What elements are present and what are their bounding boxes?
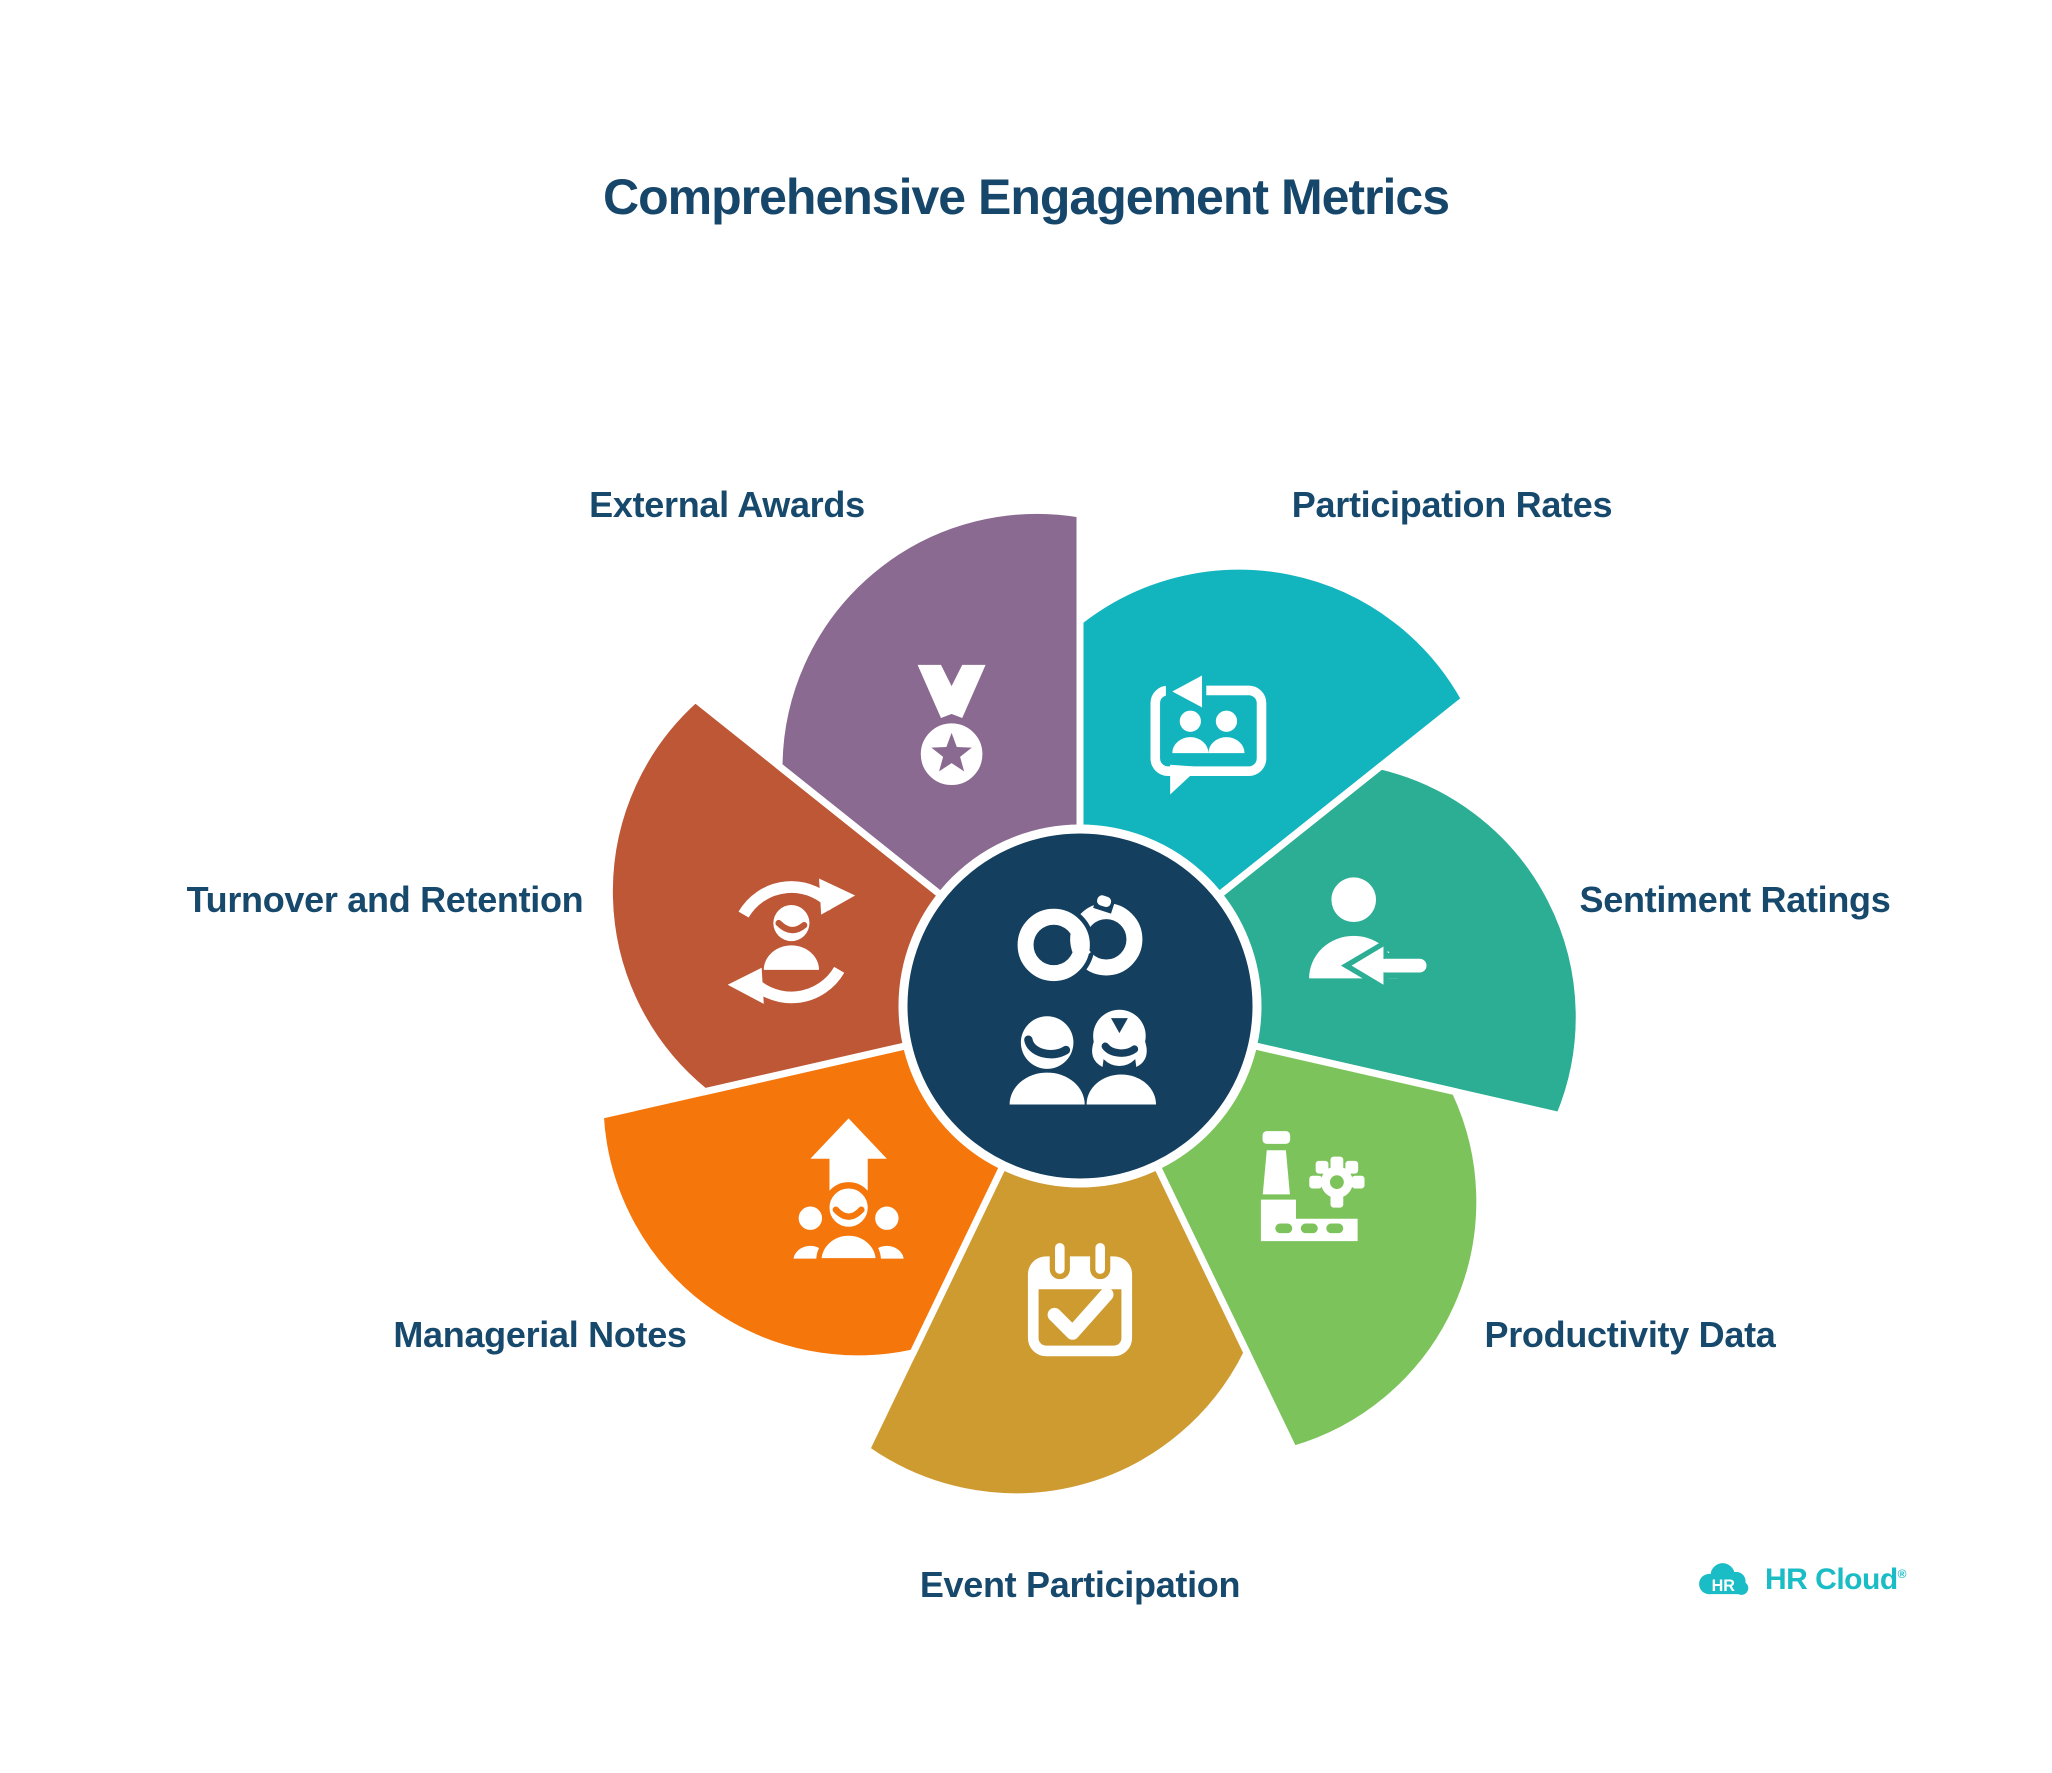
center-circle (898, 824, 1262, 1188)
segment-label-external-awards: External Awards (589, 484, 865, 525)
logo-brand: HR Cloud (1765, 1563, 1898, 1596)
hr-cloud-logo: HR HR Cloud® (1693, 1556, 1907, 1604)
hr-cloud-icon: HR (1699, 1563, 1749, 1595)
segment-label-productivity-data: Productivity Data (1484, 1314, 1776, 1355)
segment-label-event-participation: Event Participation (919, 1564, 1241, 1605)
petal-event-participation (862, 1101, 1251, 1501)
page-title: Comprehensive Engagement Metrics (602, 169, 1450, 225)
logo-brand-text: HR Cloud® (1765, 1563, 1907, 1597)
petal-external-awards (775, 506, 1084, 942)
petal-turnover-retention (605, 694, 998, 1096)
segment-label-turnover-retention: Turnover and Retention (186, 879, 584, 920)
petal-participation-rates (1076, 562, 1470, 942)
petal-managerial-notes (596, 1026, 1037, 1363)
segment-label-participation-rates: Participation Rates (1291, 484, 1613, 525)
segment-label-sentiment-ratings: Sentiment Ratings (1579, 879, 1891, 920)
segment-label-managerial-notes: Managerial Notes (393, 1314, 687, 1355)
logo-reg-mark: ® (1897, 1567, 1907, 1581)
logo-badge: HR (1712, 1577, 1736, 1595)
